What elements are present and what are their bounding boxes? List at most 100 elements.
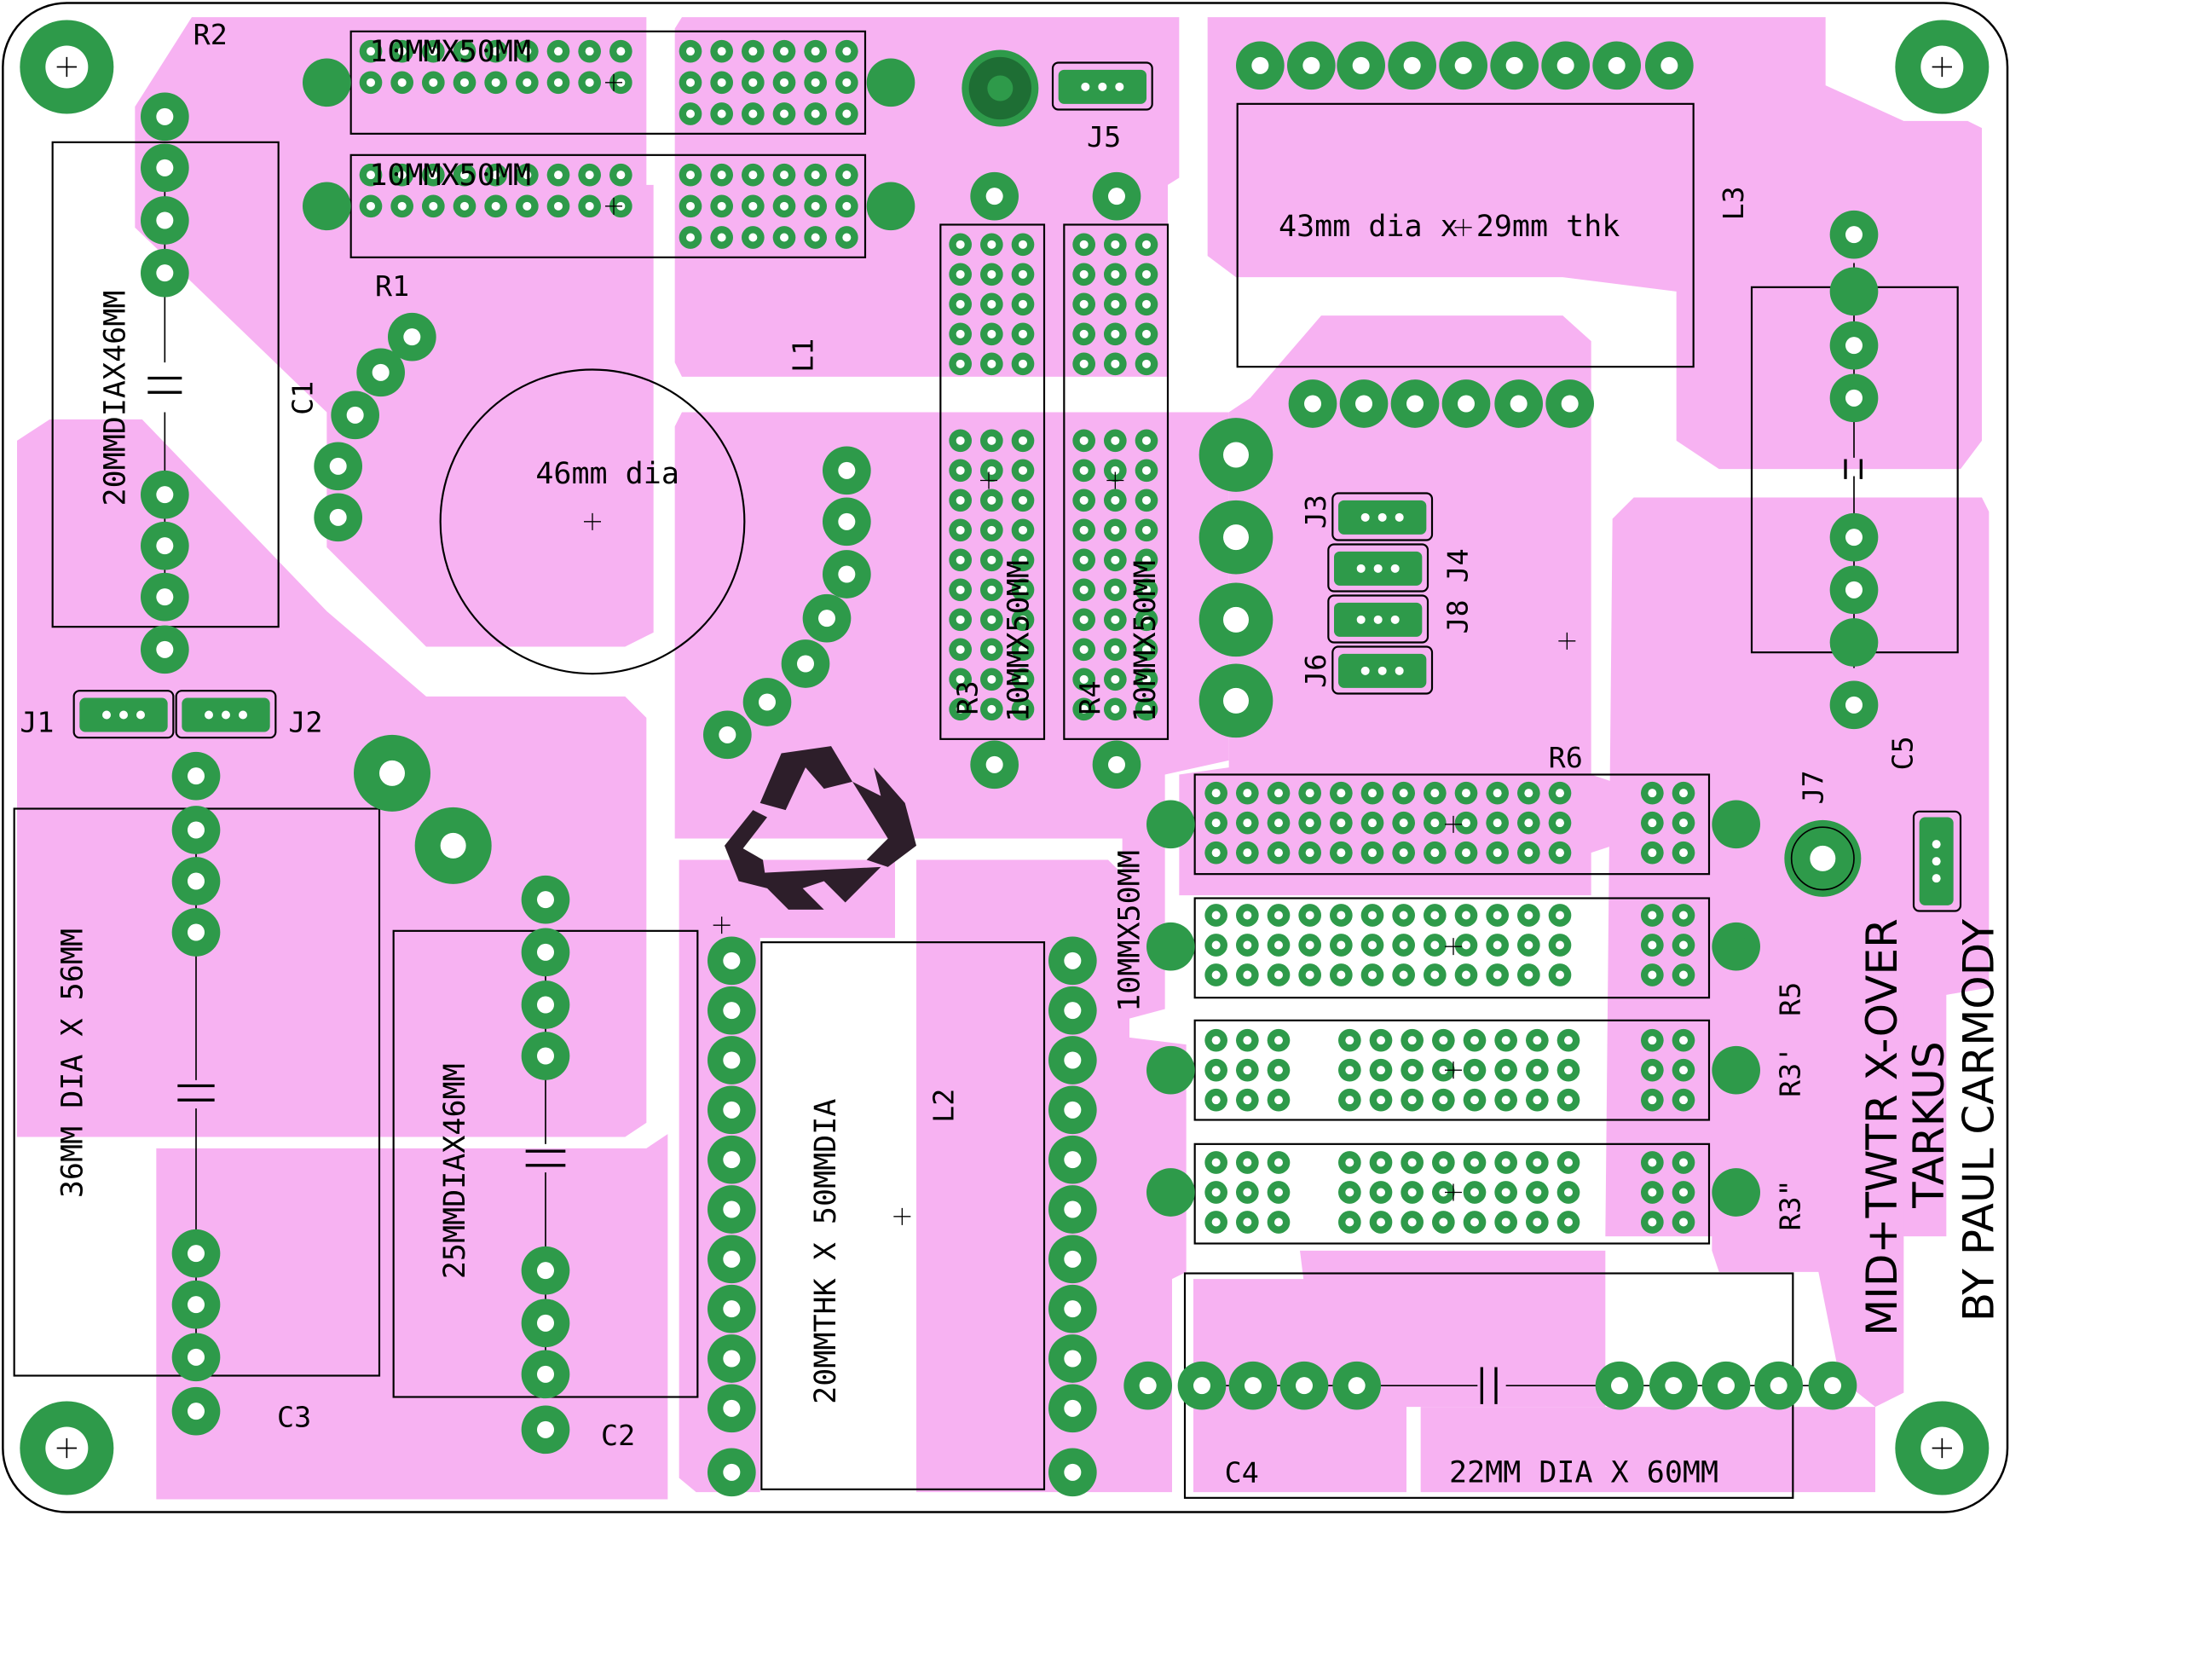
pad-drill	[1462, 970, 1470, 980]
title-line-2: TARKUS	[1904, 1041, 1954, 1208]
pad-drill	[1142, 359, 1151, 368]
pad-drill	[429, 201, 438, 211]
capacitor-symbols	[147, 376, 1863, 1404]
pad-drill	[1274, 848, 1283, 858]
pad-drill	[1470, 1096, 1479, 1105]
pad-drill	[1524, 789, 1533, 798]
pad-drill	[1648, 789, 1657, 798]
label-c2: C2	[601, 1419, 635, 1452]
pad-drill	[1019, 299, 1027, 309]
pad-drill	[780, 109, 788, 119]
pad-drill	[1556, 940, 1564, 950]
pad-drill	[1243, 1096, 1252, 1105]
pad-drill	[956, 555, 965, 564]
label-c1-size: 20MMDIAX46MM	[99, 291, 133, 506]
pad-drill	[1274, 1188, 1283, 1197]
pad-drill	[1305, 970, 1314, 980]
pad-drill	[1462, 818, 1470, 828]
mounting-hole-icon	[20, 1401, 114, 1495]
posts	[968, 56, 1855, 891]
pad-drill	[1079, 704, 1089, 714]
pad-drill	[1142, 615, 1151, 624]
pad-drill	[1211, 1036, 1221, 1045]
pad-drill	[1337, 789, 1346, 798]
mounting-hole-icon	[1895, 20, 1990, 114]
pad-drill	[1556, 818, 1564, 828]
mounting-holes	[20, 20, 1990, 1495]
pad-drill	[956, 329, 965, 338]
label-c5: C5	[1886, 736, 1919, 770]
pad-drill	[1501, 1036, 1510, 1045]
pad-drill	[1019, 525, 1027, 535]
pad-drill	[1142, 299, 1151, 309]
pad-drill	[1019, 359, 1027, 368]
pad-drill	[1439, 1188, 1448, 1197]
pad-drill	[585, 47, 594, 56]
pad-drill	[1274, 911, 1283, 920]
pad-drill	[1648, 970, 1657, 980]
label-l3: L3	[1717, 186, 1750, 220]
pad-drill	[616, 171, 626, 180]
pad-drill	[686, 201, 695, 211]
pad-drill	[1368, 940, 1377, 950]
mounting-hole-icon	[1895, 1401, 1990, 1495]
pad-drill	[956, 615, 965, 624]
pad-drill	[1111, 359, 1120, 368]
pad-drill	[686, 233, 695, 242]
pad-drill	[717, 78, 726, 87]
pad-drill	[1470, 1218, 1479, 1227]
pad-drill	[1211, 848, 1221, 858]
pad-drill	[1019, 645, 1027, 654]
pad-drill	[367, 201, 375, 211]
square-pads	[318, 73, 1863, 1201]
pad-drill	[1462, 789, 1470, 798]
pad-drill	[956, 299, 965, 309]
pad-drill	[1345, 1158, 1354, 1167]
pad-drill	[1439, 1096, 1448, 1105]
pad-drill	[1524, 848, 1533, 858]
pad-drill	[397, 47, 407, 56]
pad-drill	[1211, 789, 1221, 798]
pad-drill	[1274, 1218, 1283, 1227]
pad-drill	[1564, 1158, 1573, 1167]
pad-drill	[1111, 645, 1120, 654]
pad-drill	[1211, 911, 1221, 920]
pad-drill	[1019, 585, 1027, 594]
pad-drill	[780, 171, 788, 180]
pad-drill	[1556, 789, 1564, 798]
pad-drill	[1368, 789, 1377, 798]
pad-drill	[554, 47, 563, 56]
pad-drill	[1648, 818, 1657, 828]
pad-drill	[1556, 911, 1564, 920]
label-j4: J4	[1441, 548, 1475, 582]
pad-drill	[1533, 1096, 1542, 1105]
pad-drill	[1019, 240, 1027, 249]
pad-drill	[1274, 1158, 1283, 1167]
pad-drill	[1345, 1188, 1354, 1197]
label-j2: J2	[288, 706, 322, 739]
pad-drill	[429, 171, 438, 180]
pad-drill	[1019, 555, 1027, 564]
pad-drill	[842, 233, 852, 242]
pad-drill	[1564, 1096, 1573, 1105]
pad-drill	[686, 78, 695, 87]
pad-drill	[1337, 940, 1346, 950]
pad-drill	[1407, 1218, 1417, 1227]
pad-drill	[1111, 436, 1120, 445]
pad-drill	[1142, 436, 1151, 445]
pad-drill	[1243, 911, 1252, 920]
pad-drill	[1142, 704, 1151, 714]
pad-drill	[1079, 466, 1089, 475]
label-r4: R4	[1073, 680, 1106, 714]
pad-drill	[1111, 555, 1120, 564]
label-c4-size: 22MM DIA X 60MM	[1449, 1456, 1718, 1490]
pad-drill	[1211, 1218, 1221, 1227]
pad-drill	[429, 78, 438, 87]
pad-drill	[1524, 911, 1533, 920]
pad-drill	[1337, 911, 1346, 920]
pad-drill	[1430, 818, 1440, 828]
label-r2: R2	[193, 18, 228, 51]
pad-drill	[1243, 1158, 1252, 1167]
pad-drill	[1407, 1158, 1417, 1167]
pad-drill	[956, 585, 965, 594]
